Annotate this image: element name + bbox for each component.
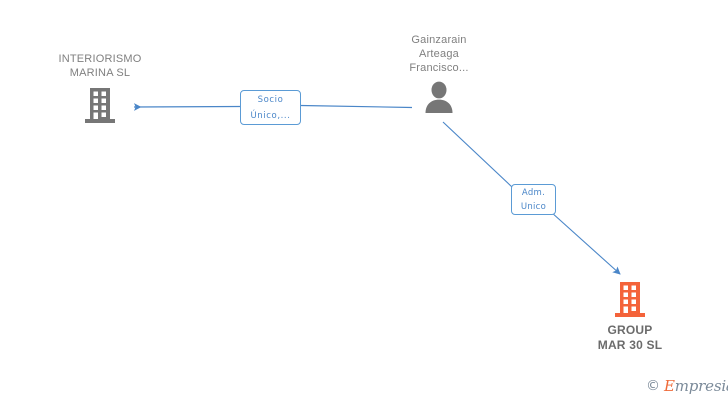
copyright-icon: © <box>646 378 660 394</box>
node-group-mar-30-sl[interactable]: GROUP MAR 30 SL <box>568 280 692 353</box>
node-label-person: Gainzarain Arteaga Francisco... <box>409 34 469 74</box>
edge-person-to-adm-label <box>442 121 513 188</box>
node-interiorismo-marina-sl[interactable]: INTERIORISMO MARINA SL <box>38 52 162 124</box>
building-icon <box>568 280 692 318</box>
edge-label-adm-unico[interactable]: Adm. Unico <box>511 184 556 215</box>
edge-label-adm-line2: Unico <box>520 202 547 212</box>
person-icon <box>380 81 498 113</box>
building-icon <box>38 86 162 124</box>
brand-logo-text: Empresia <box>664 377 728 395</box>
edge-person-to-socio-label <box>300 104 413 109</box>
edge-label-socio-line1: Socio <box>257 95 284 105</box>
node-label-interiorismo: INTERIORISMO MARINA SL <box>58 53 142 79</box>
edge-socio-to-interiorismo <box>133 103 241 111</box>
watermark-empresia: © Empresia <box>646 377 728 395</box>
edge-adm-to-groupmar <box>550 211 621 275</box>
edge-label-socio-unico[interactable]: Socio Único,... <box>240 90 301 125</box>
edge-label-adm-line1: Adm. <box>521 188 546 198</box>
edge-label-socio-line2: Único,... <box>250 111 291 121</box>
brand-initial: E <box>664 377 675 395</box>
node-gainzarain-arteaga-francisco[interactable]: Gainzarain Arteaga Francisco... <box>380 33 498 113</box>
node-label-groupmar: GROUP MAR 30 SL <box>597 323 663 352</box>
brand-rest: mpresia <box>674 377 728 395</box>
